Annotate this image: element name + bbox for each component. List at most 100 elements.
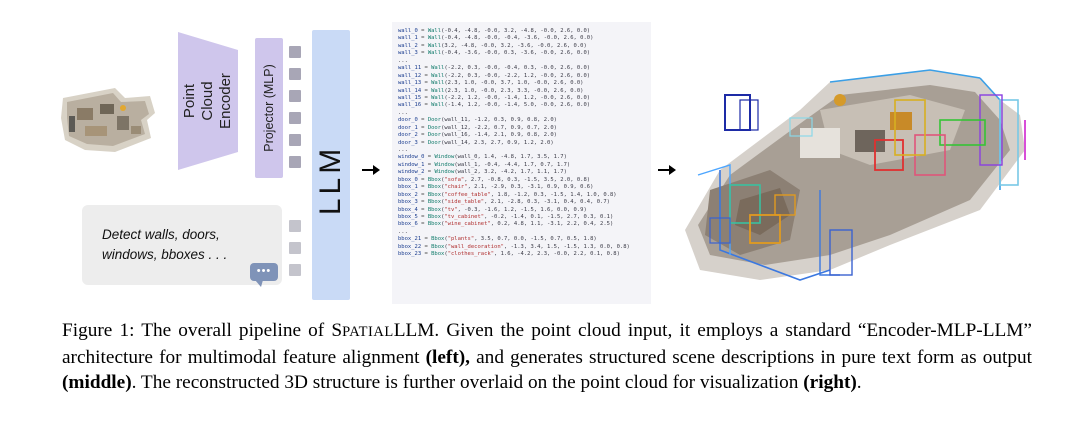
code-line: door_3 = Door(wall_14, 2.3, 2.7, 0.9, 1.… [398, 140, 630, 147]
code-token: = [417, 50, 428, 57]
code-token: wall_16 [398, 102, 422, 109]
code-line: bbox_1 = Bbox("chair", 2.1, -2.9, 0.3, -… [398, 184, 630, 191]
code-token: Window [434, 154, 455, 161]
code-token: , 1.8, -1.2, 0.3, -1.5, 1.4, 1.0, 0.8) [490, 191, 617, 198]
text-token [289, 220, 301, 232]
code-line: window_0 = Window(wall_0, 1.4, -4.8, 1.7… [398, 154, 630, 161]
code-token: door_1 [398, 124, 418, 131]
code-token: bbox_6 [398, 221, 418, 228]
code-token: "chair" [444, 184, 468, 191]
code-token: , 0.2, 4.8, 1.1, -3.1, 2.2, 0.4, 2.5) [490, 221, 614, 228]
model-name-smallcaps: PATIAL [342, 324, 394, 340]
code-token: , 2.1, -2.9, 0.3, -3.1, 0.9, 0.9, 0.6) [467, 184, 594, 191]
code-token: , 1.6, -4.2, 2.3, -0.0, 2.2, 0.1, 0.8) [494, 251, 620, 258]
code-token: (-1.4, 1.2, -0.0, -1.4, 5.0, -0.0, 2.6, … [444, 102, 591, 109]
figure-1: Point Cloud Encoder Projector (MLP) LLM … [61, 22, 1026, 304]
code-token: (2.3, 1.0, -0.0, 3.7, 1.0, -0.0, 2.6, 0.… [444, 80, 584, 87]
code-token: bbox_4 [398, 206, 418, 213]
code-token: (wall_2, 3.2, -4.2, 1.7, 1.1, 1.7) [454, 169, 567, 176]
code-token: , -1.3, 3.4, 1.5, -1.5, 1.3, 0.0, 0.8) [503, 243, 630, 250]
code-line: ... [398, 58, 630, 65]
code-token: = [417, 132, 428, 139]
code-line: ... [398, 110, 630, 117]
code-token: window_1 [398, 161, 425, 168]
code-token: "wine_cabinet" [444, 221, 491, 228]
code-token: (wall_0, 1.4, -4.8, 1.7, 3.5, 1.7) [454, 154, 567, 161]
code-token: Wall [431, 72, 445, 79]
code-token: bbox_5 [398, 213, 418, 220]
code-token: Door [427, 139, 442, 146]
code-token: = [424, 161, 435, 168]
code-token: ( [441, 191, 445, 198]
code-line: wall_2 = Wall(3.2, -4.8, -0.0, 3.2, -3.6… [398, 43, 630, 50]
code-token: ( [441, 206, 445, 213]
code-token: (wall_12, -2.2, 0.7, 0.9, 0.7, 2.0) [441, 124, 557, 131]
code-token: bbox_3 [398, 199, 418, 206]
code-token: , 3.5, 0.7, 0.0, -1.5, 0.7, 0.5, 1.8) [474, 236, 597, 243]
code-token: = [421, 65, 432, 72]
code-line: door_2 = Door(wall_16, -1.4, 2.1, 0.9, 0… [398, 132, 630, 139]
visual-token [289, 156, 301, 168]
caption-text-2: and generates structured scene descripti… [470, 347, 1032, 368]
visual-token [289, 46, 301, 58]
code-token: (wall_16, -1.4, 2.1, 0.9, 0.8, 2.0) [441, 132, 557, 139]
point-cloud-encoder: Point Cloud Encoder [178, 32, 238, 170]
code-token: ... [398, 147, 408, 153]
code-token: wall_15 [398, 94, 422, 101]
code-token: Bbox [431, 251, 445, 258]
caption-text-4: . [856, 372, 862, 393]
code-token: bbox_2 [398, 191, 418, 198]
code-line: bbox_5 = Bbox("tv_cabinet", -0.2, -1.4, … [398, 214, 630, 221]
visual-token [289, 68, 301, 80]
code-token: Wall [431, 87, 445, 94]
reconstructed-scene-image [685, 69, 1026, 281]
code-token: "sofa" [444, 176, 465, 183]
code-token: = [417, 221, 428, 228]
code-line: wall_3 = Wall(-0.4, -3.6, -0.0, 0.3, -3.… [398, 50, 630, 57]
text-token-column [289, 220, 303, 286]
text-token [289, 242, 301, 254]
code-line: bbox_6 = Bbox("wine_cabinet", 0.2, 4.8, … [398, 221, 630, 228]
caption-bold-left: (left), [425, 347, 470, 368]
code-token: = [421, 72, 432, 79]
code-token: door_3 [398, 139, 418, 146]
arrow-right-icon [658, 165, 676, 175]
code-line: wall_0 = Wall(-0.4, -4.8, -0.0, 3.2, -4.… [398, 28, 630, 35]
code-token: Window [434, 161, 455, 168]
code-token: (wall_14, 2.3, 2.7, 0.9, 1.2, 2.0) [441, 139, 554, 146]
code-line: bbox_3 = Bbox("side_table", 2.1, -2.8, 0… [398, 199, 630, 206]
code-token: window_0 [398, 154, 425, 161]
code-token: = [424, 154, 435, 161]
code-line: window_2 = Window(wall_2, 3.2, -4.2, 1.7… [398, 169, 630, 176]
code-token: Bbox [431, 243, 445, 250]
code-line: wall_12 = Wall(-2.2, 0.3, -0.0, -2.2, 1.… [398, 73, 630, 80]
code-line: bbox_4 = Bbox("tv", -0.3, -1.6, 1.2, -1.… [398, 207, 630, 214]
code-token: = [417, 139, 428, 146]
code-token: , -0.3, -1.6, 1.2, -1.5, 1.6, 0.0, 0.9) [457, 206, 587, 213]
code-token: Bbox [427, 176, 442, 183]
code-token: (wall_1, -0.4, -4.4, 1.7, 0.7, 1.7) [454, 161, 571, 168]
code-token: = [417, 42, 428, 49]
code-token: "clothes_rack" [447, 251, 495, 258]
code-token: , 2.7, -0.8, 0.3, -1.5, 3.5, 2.0, 0.8) [464, 176, 591, 183]
projector-mlp: Projector (MLP) [255, 38, 283, 178]
code-token: ( [441, 221, 445, 228]
llm-label: LLM [314, 144, 347, 216]
visual-token-column [289, 46, 303, 178]
code-token: Bbox [427, 206, 442, 213]
visual-token [289, 112, 301, 124]
code-token: Wall [427, 35, 442, 42]
code-token: = [421, 102, 432, 109]
code-token: (-2.2, 0.3, -0.0, -2.2, 1.2, -0.0, 2.6, … [444, 72, 591, 79]
code-token: wall_2 [398, 42, 418, 49]
caption-bold-middle: (middle) [62, 372, 132, 393]
model-name-initial: S [331, 320, 343, 341]
code-line: wall_11 = Wall(-2.2, 0.3, -0.0, -0.4, 0.… [398, 65, 630, 72]
code-token: (-2.2, 0.3, -0.0, -0.4, 0.3, -0.0, 2.6, … [444, 65, 591, 72]
code-token: Bbox [427, 184, 442, 191]
code-token: ( [441, 176, 445, 183]
code-token: ( [444, 243, 448, 250]
code-token: "plants" [447, 236, 475, 243]
code-token: ... [398, 57, 408, 64]
code-token: ... [398, 109, 408, 116]
